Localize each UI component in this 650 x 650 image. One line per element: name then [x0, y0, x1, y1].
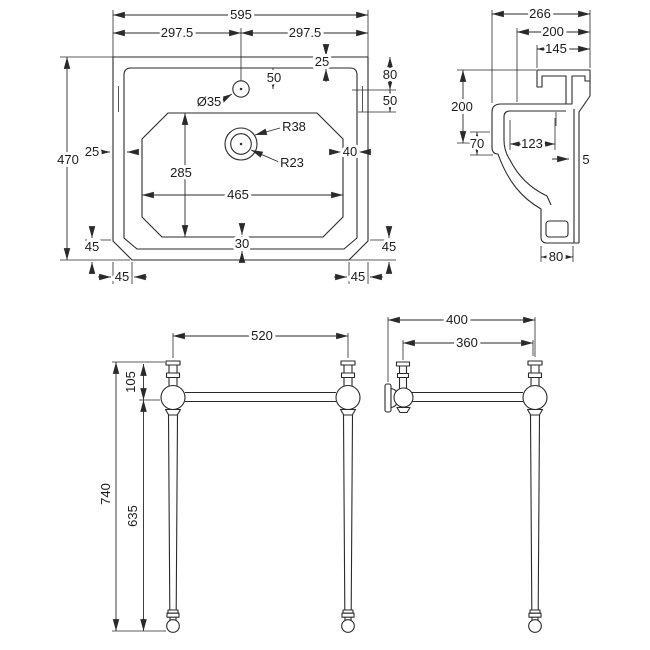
bowl-outline — [141, 112, 344, 238]
dim-266: 266 — [529, 6, 551, 21]
leader-r23 — [250, 149, 280, 163]
section-bowl-outer — [491, 103, 566, 218]
dim-45-right-v: 45 — [382, 239, 396, 254]
section-bowl-inner — [503, 110, 566, 206]
wall-plate — [384, 383, 392, 413]
dim-285: 285 — [170, 165, 192, 180]
dim-5: 5 — [582, 152, 589, 167]
tap-hole — [232, 80, 250, 98]
front-crossbar — [185, 391, 336, 403]
bracket-finial-stem — [398, 377, 408, 389]
bracket-ball-cup — [396, 406, 411, 414]
dim-30: 30 — [235, 236, 249, 251]
dim-25-left: 25 — [85, 144, 99, 159]
side-view: 400 360 — [384, 309, 548, 633]
dim-520: 520 — [251, 328, 273, 343]
dim-465: 465 — [227, 187, 249, 202]
dim-80-foot: 80 — [549, 249, 563, 264]
side-extension-lines — [387, 317, 536, 382]
section-foot-outer — [540, 218, 574, 244]
dim-105: 105 — [123, 371, 138, 393]
front-left-leg — [160, 360, 186, 633]
dim-400: 400 — [446, 312, 468, 327]
dim-50-right: 50 — [383, 93, 397, 108]
dim-200-depth: 200 — [542, 24, 564, 39]
bracket-ball-joint — [393, 387, 414, 408]
dim-360: 360 — [456, 335, 478, 350]
dim-123: 123 — [521, 136, 543, 151]
side-leg — [522, 360, 548, 633]
dim-145: 145 — [545, 41, 567, 56]
front-view: 520 105 740 635 — [95, 325, 361, 633]
leader-tap-hole — [220, 93, 233, 103]
dim-40: 40 — [343, 144, 357, 159]
bracket-finial-cap — [395, 361, 411, 367]
plan-view: 595 297.5 297.5 470 25 50 80 50 Ø35 R38 … — [54, 4, 400, 287]
dim-470: 470 — [57, 152, 79, 167]
dim-80: 80 — [383, 67, 397, 82]
waste-inner-circle — [230, 133, 252, 155]
waste-centre — [239, 142, 243, 146]
tap-hole-centre — [239, 87, 243, 91]
bracket-finial-collar — [396, 372, 410, 379]
section-back-wall-inner — [573, 109, 579, 244]
section-foot-inner — [545, 220, 569, 238]
dim-tap-dia: Ø35 — [197, 94, 222, 109]
dim-25-top: 25 — [315, 54, 329, 69]
dim-45-left-h: 45 — [115, 269, 129, 284]
section-flange-profile — [536, 69, 591, 105]
dim-r38: R38 — [282, 119, 306, 134]
front-extension-lines — [112, 333, 349, 632]
dim-635: 635 — [125, 505, 140, 527]
bracket-finial-neck — [398, 366, 408, 374]
dim-200-height: 200 — [451, 99, 473, 114]
dim-297-right: 297.5 — [289, 25, 322, 40]
front-right-leg — [335, 360, 361, 633]
side-crossbar — [412, 391, 523, 403]
dim-297-left: 297.5 — [161, 25, 194, 40]
waste-outer-circle — [224, 127, 258, 161]
section-back-outline — [578, 81, 591, 243]
dim-45-right-h: 45 — [351, 269, 365, 284]
dim-50-tap: 50 — [267, 70, 281, 85]
leader-r38 — [254, 127, 281, 136]
section-view: 266 200 145 200 70 123 5 80 — [448, 3, 592, 267]
dim-45-left-v: 45 — [85, 239, 99, 254]
dim-740: 740 — [98, 483, 113, 505]
dim-70: 70 — [470, 136, 484, 151]
dim-r23: R23 — [280, 155, 304, 170]
basin-rim-inner-outline — [123, 67, 358, 250]
dim-595: 595 — [230, 7, 252, 22]
